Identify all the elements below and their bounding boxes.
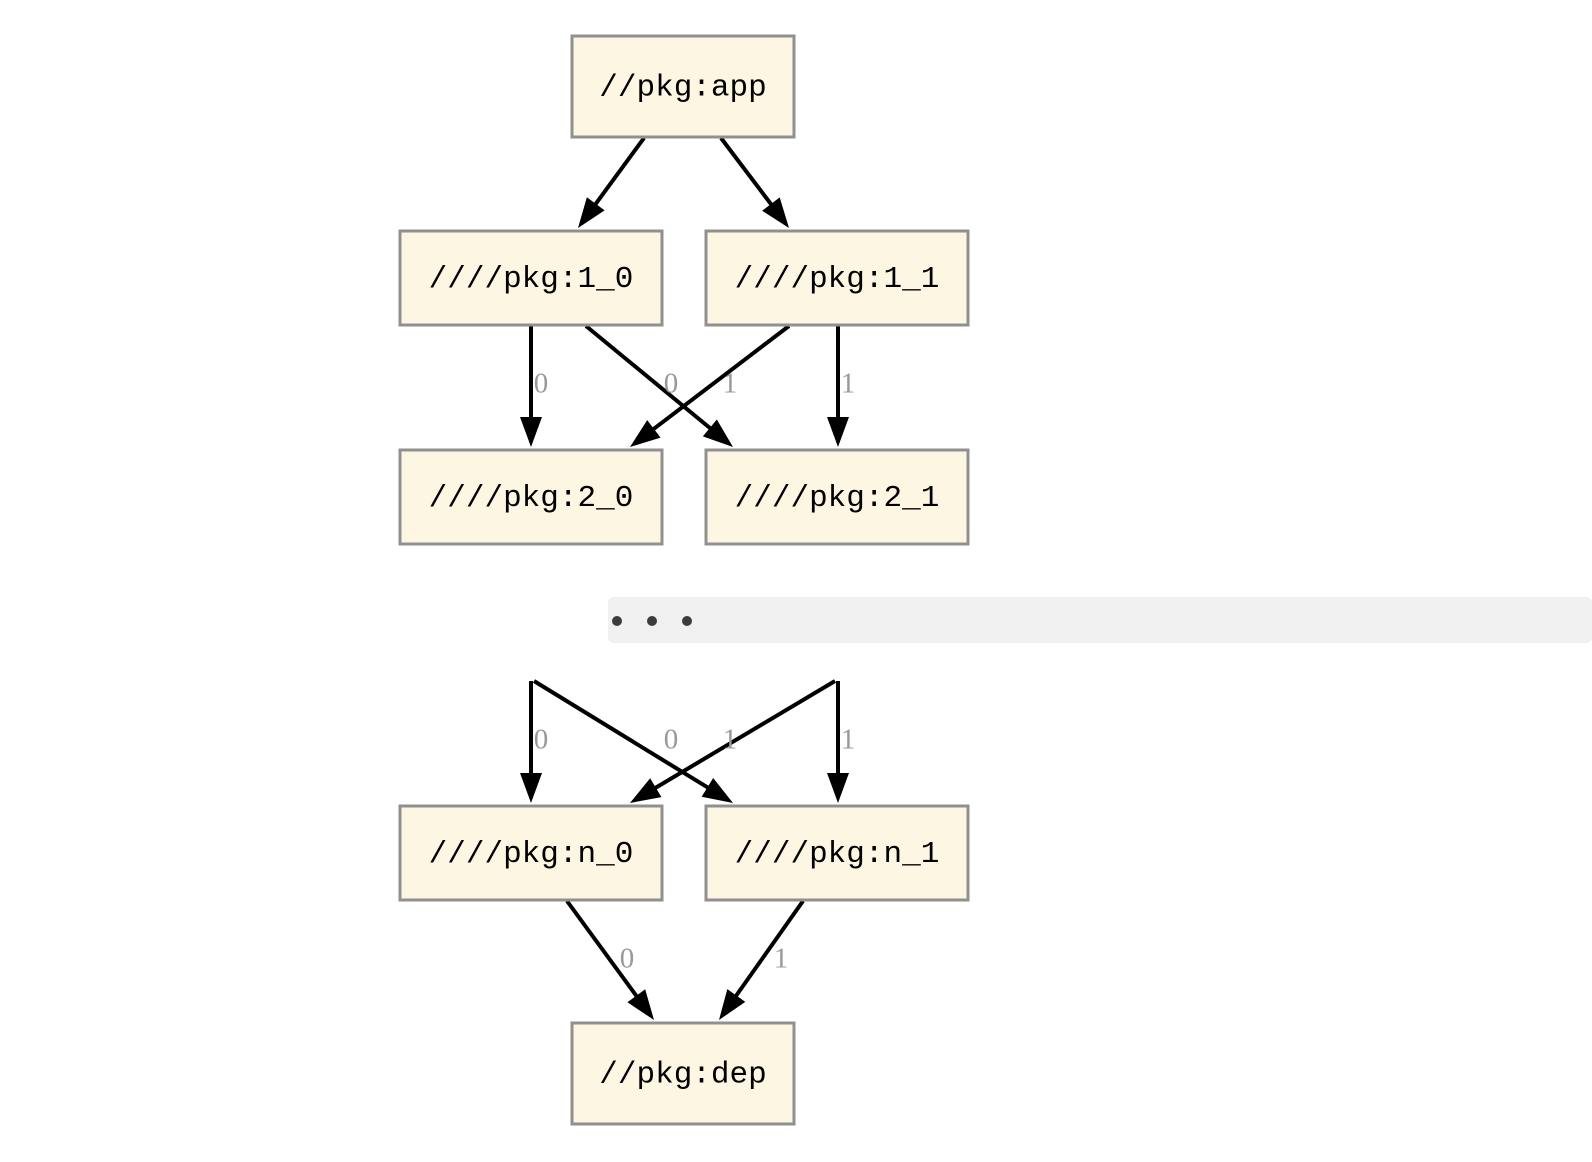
- edge-arrowhead: [627, 989, 654, 1020]
- ellipsis-separator: [608, 597, 1592, 643]
- edge-arrowhead: [701, 777, 733, 803]
- edge-line: [649, 679, 837, 793]
- edge-line: [719, 136, 777, 211]
- edge-x-ln_0: 0: [520, 681, 548, 803]
- node-ln_1[interactable]: ////pkg:n_1: [704, 804, 970, 902]
- edge-l1_0-l2_1: 0: [584, 324, 733, 447]
- edge-ln_0-dep: 0: [565, 899, 654, 1020]
- node-box[interactable]: [398, 804, 664, 902]
- edge-label: 1: [841, 368, 856, 400]
- edge-x-ln_1: 0: [532, 679, 733, 803]
- edge-label: 1: [723, 724, 738, 756]
- edge-line: [731, 899, 805, 1002]
- nodes-layer: //pkg:app ////pkg:1_0 ////pkg:1_1 ////pkg:2…: [398, 34, 970, 1126]
- edge-label: 0: [620, 943, 635, 975]
- node-box[interactable]: [704, 448, 970, 546]
- node-box[interactable]: [704, 229, 970, 327]
- node-box[interactable]: [398, 229, 664, 327]
- edge-ln_1-dep: 1: [719, 899, 805, 1020]
- node-label: ////pkg:1_1: [735, 262, 940, 297]
- edge-line: [532, 679, 714, 793]
- node-l2_0[interactable]: ////pkg:2_0: [398, 448, 664, 546]
- edge-arrowhead: [630, 778, 662, 803]
- edge-label: 0: [534, 724, 549, 756]
- node-label: //pkg:app: [599, 71, 766, 106]
- edge-label: 1: [723, 368, 738, 400]
- node-l1_1[interactable]: ////pkg:1_1: [704, 229, 970, 327]
- edge-y-ln_1: 1: [827, 681, 855, 803]
- node-l2_1[interactable]: ////pkg:2_1: [704, 448, 970, 546]
- edge-label: 1: [774, 943, 789, 975]
- edge-app-l1_0: [578, 136, 646, 228]
- node-label: ////pkg:2_1: [735, 481, 940, 516]
- node-label: ////pkg:2_0: [429, 481, 634, 516]
- edge-label: 0: [664, 368, 679, 400]
- node-ln_0[interactable]: ////pkg:n_0: [398, 804, 664, 902]
- edge-arrowhead: [827, 417, 849, 447]
- node-label: //pkg:dep: [599, 1058, 766, 1093]
- node-label: ////pkg:n_1: [735, 837, 940, 872]
- edge-line: [647, 324, 791, 435]
- edge-arrowhead: [578, 197, 605, 228]
- ellipsis-dot-2: [682, 616, 692, 626]
- ellipsis-dot-1: [647, 616, 657, 626]
- edge-arrowhead: [520, 417, 542, 447]
- edge-label: 1: [841, 724, 856, 756]
- edge-arrowhead: [520, 773, 542, 803]
- node-dep[interactable]: //pkg:dep: [570, 1021, 796, 1126]
- edge-arrowhead: [702, 419, 733, 447]
- edge-line: [565, 899, 642, 1002]
- node-label: ////pkg:n_0: [429, 837, 634, 872]
- edge-label: 0: [664, 724, 679, 756]
- node-label: ////pkg:1_0: [429, 262, 634, 297]
- node-box[interactable]: [704, 804, 970, 902]
- node-box[interactable]: [398, 448, 664, 546]
- node-box[interactable]: [570, 34, 796, 139]
- edge-l1_1-l2_1: 1: [827, 326, 855, 447]
- edge-label: 0: [534, 368, 549, 400]
- edge-arrowhead: [762, 197, 789, 228]
- edge-arrowhead: [630, 420, 661, 447]
- edge-app-l1_1: [719, 136, 789, 228]
- edges-layer: 0 0 1 1 0 0 1 1 0 1: [520, 136, 855, 1020]
- edge-y-ln_0: 1: [630, 679, 837, 803]
- edge-arrowhead: [827, 773, 849, 803]
- edge-arrowhead: [719, 989, 746, 1020]
- node-box[interactable]: [570, 1021, 796, 1126]
- node-l1_0[interactable]: ////pkg:1_0: [398, 229, 664, 327]
- edge-l1_1-l2_0: 1: [630, 324, 791, 447]
- ellipsis-dot-0: [612, 616, 622, 626]
- edge-l1_0-l2_0: 0: [520, 326, 548, 447]
- ellipsis-band: [608, 597, 1592, 643]
- edge-line: [584, 324, 716, 434]
- edge-line: [590, 136, 646, 210]
- node-app[interactable]: //pkg:app: [570, 34, 796, 139]
